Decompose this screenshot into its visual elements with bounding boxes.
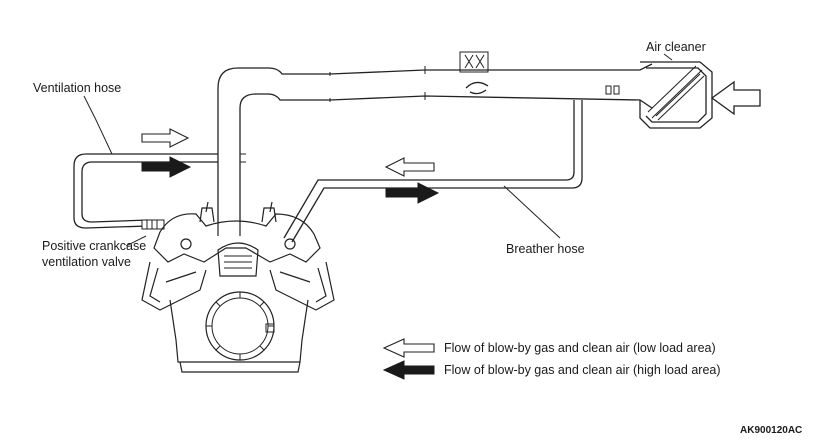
ventilation-hose-label: Ventilation hose xyxy=(33,81,121,95)
throttle-actuator xyxy=(459,51,489,73)
legend-arrow-open xyxy=(382,338,435,358)
air-cleaner xyxy=(639,61,713,129)
figure-code: AK900120AC xyxy=(740,425,802,436)
breather-hose xyxy=(283,100,583,243)
legend-high-load-text: Flow of blow-by gas and clean air (high … xyxy=(444,363,721,377)
ventilation-hose xyxy=(73,153,246,229)
air-cleaner-label: Air cleaner xyxy=(646,40,706,54)
flow-arrow-open-breather xyxy=(384,157,435,177)
flow-arrow-open-ventilation xyxy=(141,128,190,148)
leader-lines xyxy=(83,53,673,247)
breather-hose-label: Breather hose xyxy=(506,242,585,256)
legend-low-load-text: Flow of blow-by gas and clean air (low l… xyxy=(444,341,716,355)
intake-duct xyxy=(217,51,653,222)
flow-arrow-filled-breather xyxy=(385,182,440,204)
inlet-arrow xyxy=(710,80,761,116)
engine xyxy=(141,201,335,373)
flow-arrow-filled-ventilation xyxy=(141,156,192,178)
pcv-valve-label-line2: ventilation valve xyxy=(42,255,131,269)
legend-arrow-filled xyxy=(382,360,435,380)
pcv-valve xyxy=(141,219,165,230)
pcv-valve-label-line1: Positive crankcase xyxy=(42,239,146,253)
